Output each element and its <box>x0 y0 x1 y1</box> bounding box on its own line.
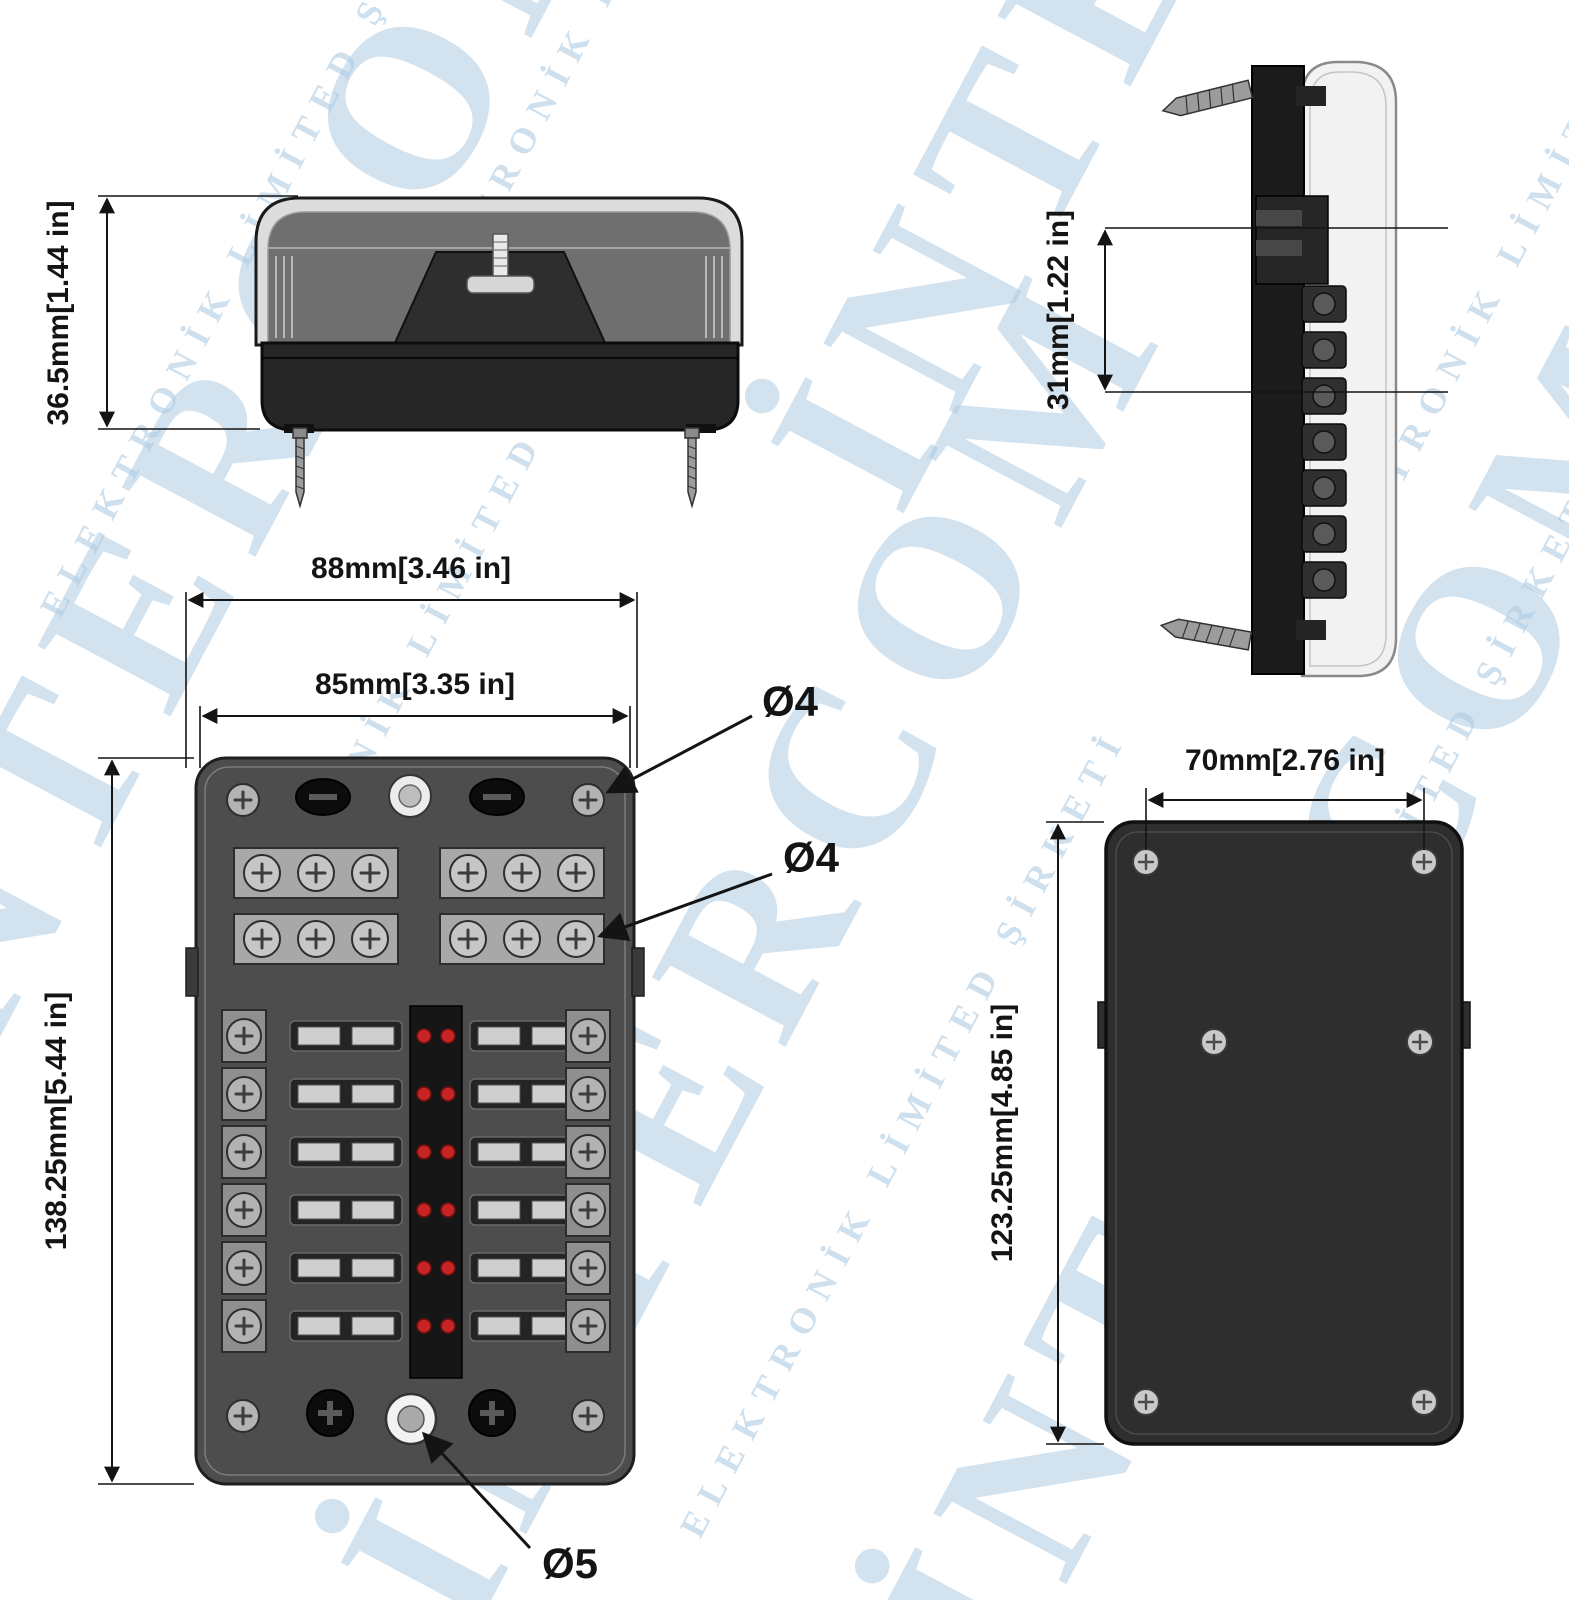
base-foot <box>686 424 716 433</box>
mounting-screw <box>1161 79 1254 117</box>
front-view: 36.5mm[1.44 in] <box>42 195 744 509</box>
fuse-row <box>221 1183 611 1237</box>
front-height-dim-label: 36.5mm[1.44 in] <box>42 200 75 425</box>
side-depth-dim-label: 31mm[1.22 in] <box>1042 210 1075 410</box>
terminal-row <box>233 847 605 899</box>
mounting-screw <box>684 427 700 509</box>
bottom-height-dimension: 123.25mm[4.85 in] <box>986 821 1104 1445</box>
top-height-dimension: 138.25mm[5.44 in] <box>40 757 194 1485</box>
stud-bolt <box>492 233 509 279</box>
stud-wing-base <box>466 275 535 294</box>
led-indicators <box>416 1028 456 1334</box>
fuse-row <box>221 1299 611 1353</box>
base-plate <box>1104 820 1464 1446</box>
front-height-dimension: 36.5mm[1.44 in] <box>42 195 298 430</box>
top-hole-callout-label: Ø4 <box>762 678 819 725</box>
top-inner-width-dimension: 85mm[3.35 in] <box>199 668 631 768</box>
connector-pin <box>1256 240 1302 256</box>
terminal-hole-callout: Ø4 <box>597 834 840 941</box>
side-view: 31mm[1.22 in] <box>1042 60 1448 678</box>
bottom-height-dim-label: 123.25mm[4.85 in] <box>986 1004 1019 1262</box>
top-inner-width-dim-label: 85mm[3.35 in] <box>315 668 515 701</box>
side-body <box>1251 65 1305 675</box>
top-height-dim-label: 138.25mm[5.44 in] <box>40 992 73 1250</box>
fuse-row <box>221 1125 611 1179</box>
side-tab <box>1296 620 1326 640</box>
side-tab <box>631 947 645 997</box>
top-outer-width-dim-label: 88mm[3.46 in] <box>311 552 511 585</box>
bottom-hole-callout-label: Ø5 <box>542 1540 598 1587</box>
mounting-screw <box>292 427 308 509</box>
base-screws <box>1132 848 1438 1416</box>
connector-pin <box>1256 210 1302 226</box>
mounting-screw <box>1159 618 1253 651</box>
cover-ribs <box>275 256 723 338</box>
terminal-stack <box>1301 285 1347 599</box>
side-depth-dimension: 31mm[1.22 in] <box>1042 210 1448 410</box>
bottom-hole-callout: Ø5 <box>421 1431 598 1587</box>
bottom-view: 70mm[2.76 in] 123.25mm[4.85 in] <box>986 744 1471 1446</box>
top-view: 88mm[3.46 in] 85mm[3.35 in] 138.25mm[5.4… <box>40 552 840 1587</box>
fuse-row <box>221 1241 611 1295</box>
bottom-width-dim-label: 70mm[2.76 in] <box>1185 744 1385 777</box>
led-strip <box>409 1005 463 1379</box>
terminal-row <box>233 913 605 965</box>
top-outer-width-dimension: 88mm[3.46 in] <box>185 552 638 768</box>
side-tab <box>1296 86 1326 106</box>
fuse-row <box>221 1009 611 1063</box>
fuse-box-base <box>260 341 740 432</box>
bottom-width-dimension: 70mm[2.76 in] <box>1145 744 1425 850</box>
top-hole-callout: Ø4 <box>605 678 819 794</box>
side-tab <box>185 947 199 997</box>
fuse-row <box>221 1067 611 1121</box>
terminal-hole-callout-label: Ø4 <box>783 834 840 881</box>
